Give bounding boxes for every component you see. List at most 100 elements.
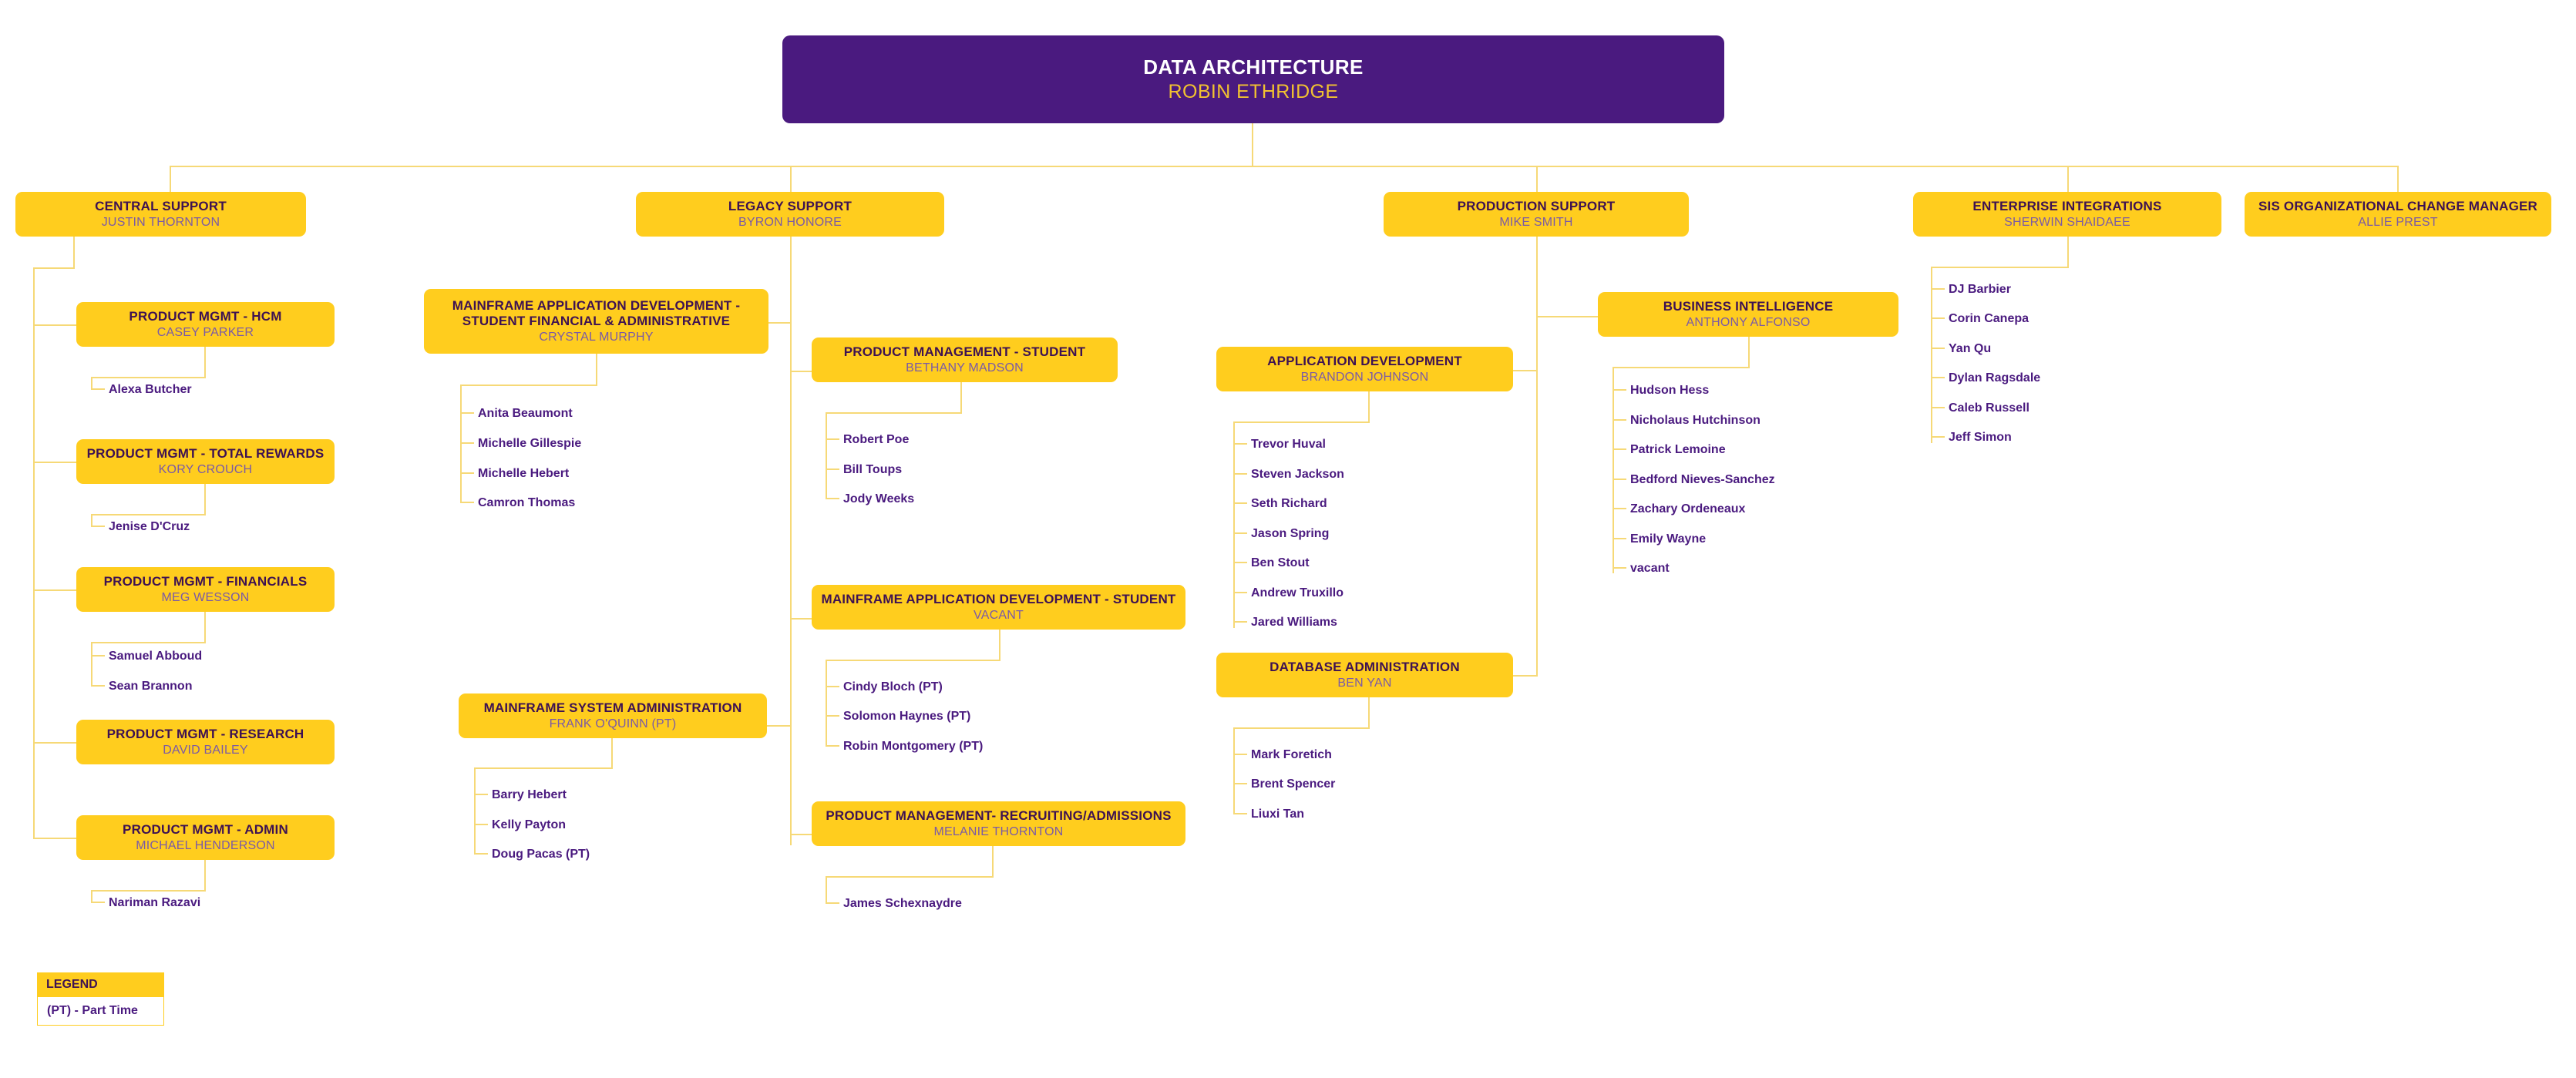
staff-name: Michelle Hebert — [478, 467, 570, 480]
connector-tick-staff — [826, 498, 839, 499]
connector-tick-staff — [91, 685, 105, 687]
team-box-mainframe-app-dev-student-financial-administrative[interactable]: MAINFRAME APPLICATION DEVELOPMENT - STUD… — [424, 289, 768, 354]
staff-name: Samuel Abboud — [109, 650, 203, 663]
department-box-enterprise-integrations[interactable]: ENTERPRISE INTEGRATIONS SHERWIN SHAIDAEE — [1913, 192, 2221, 237]
connector-stub-pm-financials — [33, 589, 76, 591]
staff-name: Jeff Simon — [1949, 431, 2012, 444]
connector-stub-mainframe-app-dev-sfa — [767, 322, 792, 324]
team-box-product-management-student[interactable]: PRODUCT MANAGEMENT - STUDENT BETHANY MAD… — [812, 338, 1118, 382]
root-node-data-architecture[interactable]: DATA ARCHITECTURE ROBIN ETHRIDGE — [782, 35, 1724, 123]
department-manager: ALLIE PREST — [2358, 215, 2438, 229]
connector-stub-pm-research — [33, 742, 76, 744]
team-manager: CASEY PARKER — [156, 325, 254, 339]
connector-tick-staff — [826, 745, 839, 747]
connector-tick-staff — [826, 438, 839, 440]
connector-stub-pm-total-rewards — [33, 462, 76, 463]
staff-name: Jenise D'Cruz — [109, 520, 190, 533]
team-title: PRODUCT MGMT - HCM — [129, 309, 282, 324]
team-box-product-mgmt-total-rewards[interactable]: PRODUCT MGMT - TOTAL REWARDS KORY CROUCH — [76, 439, 335, 484]
connector-stem-business-intelligence — [1748, 337, 1750, 368]
department-manager: BYRON HONORE — [738, 215, 842, 229]
connector-stub-database-administration — [1513, 675, 1538, 677]
connector-legacy-support-stem — [790, 237, 792, 290]
connector-tick-staff — [474, 824, 488, 825]
team-box-product-mgmt-hcm[interactable]: PRODUCT MGMT - HCM CASEY PARKER — [76, 302, 335, 347]
staff-name: Zachary Ordeneaux — [1630, 502, 1746, 515]
connector-bar-pm-admin — [91, 890, 206, 892]
connector-stub-product-management-student — [790, 371, 815, 372]
staff-name: Nariman Razavi — [109, 896, 201, 909]
connector-drop-legacy-support — [790, 166, 792, 192]
team-box-product-mgmt-research[interactable]: PRODUCT MGMT - RESEARCH DAVID BAILEY — [76, 720, 335, 764]
connector-tick-staff — [1613, 538, 1626, 539]
department-box-legacy-support[interactable]: LEGACY SUPPORT BYRON HONORE — [636, 192, 944, 237]
team-box-business-intelligence[interactable]: BUSINESS INTELLIGENCE ANTHONY ALFONSO — [1598, 292, 1898, 337]
connector-tick-staff — [460, 442, 474, 444]
staff-name: Michelle Gillespie — [478, 437, 582, 450]
connector-top-bus — [170, 166, 2397, 167]
connector-spine-pm-total-rewards — [91, 514, 92, 526]
connector-stem-pm-hcm — [204, 347, 206, 378]
team-manager: MEG WESSON — [161, 590, 250, 604]
root-person-name: ROBIN ETHRIDGE — [1168, 80, 1339, 102]
connector-central-support-stem — [73, 237, 75, 267]
connector-stub-mainframe-sys-admin — [767, 725, 792, 727]
team-title: MAINFRAME APPLICATION DEVELOPMENT - STUD… — [821, 592, 1176, 607]
team-title: PRODUCT MGMT - RESEARCH — [106, 727, 304, 742]
department-box-central-support[interactable]: CENTRAL SUPPORT JUSTIN THORNTON — [15, 192, 306, 237]
department-box-production-support[interactable]: PRODUCTION SUPPORT MIKE SMITH — [1384, 192, 1689, 237]
team-box-product-management-recruiting-admissions[interactable]: PRODUCT MANAGEMENT- RECRUITING/ADMISSION… — [812, 801, 1185, 846]
staff-name: Camron Thomas — [478, 496, 576, 509]
connector-central-support-spine-top — [33, 267, 75, 269]
team-box-mainframe-app-dev-student[interactable]: MAINFRAME APPLICATION DEVELOPMENT - STUD… — [812, 585, 1185, 630]
connector-stub-business-intelligence — [1536, 316, 1599, 317]
connector-bar-mainframe-sys-admin — [474, 767, 613, 769]
connector-tick-staff — [1931, 407, 1945, 408]
team-box-mainframe-system-administration[interactable]: MAINFRAME SYSTEM ADMINISTRATION FRANK O'… — [459, 693, 767, 738]
connector-bar-mainframe-app-dev-sfa — [460, 385, 597, 386]
staff-name: Nicholaus Hutchinson — [1630, 414, 1760, 427]
team-box-application-development[interactable]: APPLICATION DEVELOPMENT BRANDON JOHNSON — [1216, 347, 1513, 391]
connector-bar-application-development — [1233, 421, 1370, 423]
staff-name: Hudson Hess — [1630, 384, 1710, 397]
connector-tick-staff — [1613, 419, 1626, 421]
staff-name: Andrew Truxillo — [1251, 586, 1344, 599]
connector-spine-business-intelligence — [1613, 367, 1614, 573]
department-box-sis-organizational-change-manager[interactable]: SIS ORGANIZATIONAL CHANGE MANAGER ALLIE … — [2245, 192, 2551, 237]
connector-drop-central-support — [170, 166, 171, 192]
team-box-database-administration[interactable]: DATABASE ADMINISTRATION BEN YAN — [1216, 653, 1513, 697]
connector-tick-staff — [1233, 473, 1247, 475]
connector-spine-product-management-student — [826, 412, 827, 499]
connector-tick-staff — [460, 472, 474, 474]
team-title: PRODUCT MGMT - TOTAL REWARDS — [86, 446, 325, 462]
department-manager: JUSTIN THORNTON — [101, 215, 220, 229]
staff-name: Bedford Nieves-Sanchez — [1630, 473, 1775, 486]
connector-tick-staff — [1931, 317, 1945, 319]
staff-name: Doug Pacas (PT) — [492, 848, 590, 861]
team-title: MAINFRAME APPLICATION DEVELOPMENT - STUD… — [452, 298, 741, 329]
staff-name: Robert Poe — [843, 433, 910, 446]
team-manager: MELANIE THORNTON — [933, 824, 1064, 838]
connector-tick-staff — [1613, 389, 1626, 391]
connector-tick-staff — [1233, 783, 1247, 784]
connector-tick-staff — [1233, 754, 1247, 755]
connector-bar-database-administration — [1233, 727, 1370, 729]
connector-spine-mainframe-sys-admin — [474, 767, 476, 854]
staff-name: Liuxi Tan — [1251, 808, 1305, 821]
team-box-product-mgmt-financials[interactable]: PRODUCT MGMT - FINANCIALS MEG WESSON — [76, 567, 335, 612]
root-title: DATA ARCHITECTURE — [1143, 55, 1364, 79]
connector-central-support-spine — [33, 267, 35, 838]
team-box-product-mgmt-admin[interactable]: PRODUCT MGMT - ADMIN MICHAEL HENDERSON — [76, 815, 335, 860]
department-manager: MIKE SMITH — [1499, 215, 1573, 229]
connector-bar-pm-hcm — [91, 377, 206, 378]
department-manager: SHERWIN SHAIDAEE — [2004, 215, 2130, 229]
connector-production-support-stem — [1536, 237, 1538, 290]
connector-tick-staff — [826, 715, 839, 717]
team-manager: CRYSTAL MURPHY — [539, 330, 654, 344]
team-title: PRODUCT MANAGEMENT - STUDENT — [843, 344, 1086, 360]
connector-stub-application-development — [1513, 370, 1538, 371]
connector-tick-staff — [474, 794, 488, 795]
staff-name: Jared Williams — [1251, 616, 1337, 629]
staff-name: DJ Barbier — [1949, 283, 2011, 296]
